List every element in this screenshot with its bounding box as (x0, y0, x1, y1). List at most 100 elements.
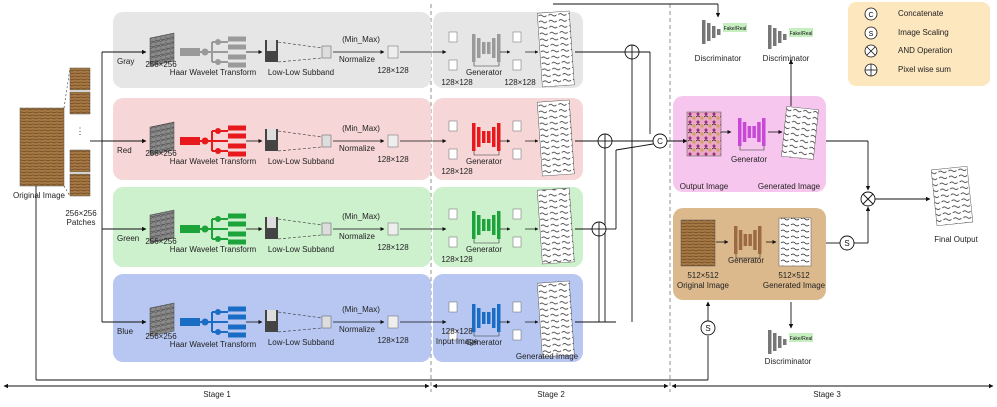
generator-unet (472, 304, 501, 337)
concat-node: C (652, 133, 668, 149)
fake-real-label: Fake/Real (790, 31, 813, 37)
input-size-label-green: 256×256 (145, 237, 177, 246)
generator-unet (472, 211, 501, 244)
normalize-label-blue: Normalize (338, 325, 376, 334)
final-output-image (930, 165, 974, 227)
output-size-label-blue: 128×128 (377, 336, 409, 345)
minmax-label-green: (Min_Max) (342, 212, 380, 221)
pixel-sum-node-2 (597, 133, 613, 149)
patches-label: Patches (66, 218, 96, 227)
generator-unet (472, 123, 501, 156)
stage2-input-size-blue: 128×128 (441, 327, 473, 336)
input-size-label-red: 256×256 (145, 149, 177, 158)
stage3-generator-brown (734, 226, 762, 259)
stage3-original-image-label: Original Image (676, 281, 730, 290)
svg-text:⋮: ⋮ (76, 126, 85, 136)
pipeline-row-blue (149, 280, 575, 358)
fake-real-label: Fake/Real (724, 26, 747, 32)
generator-label-gray: Generator (465, 68, 503, 77)
patches-size-label: 256×256 (65, 209, 97, 218)
pipeline-row-red (149, 99, 575, 177)
minmax-label-blue: (Min_Max) (342, 305, 380, 314)
input-patch (149, 302, 175, 337)
normalize-label-green: Normalize (338, 232, 376, 241)
and-node (860, 191, 876, 207)
discriminator-label-2: Discriminator (762, 54, 810, 63)
generator-label-green: Generator (465, 245, 503, 254)
generator-label-red: Generator (465, 157, 503, 166)
legend-symbol-concat: C (864, 7, 878, 21)
output-size-label-green: 128×128 (377, 243, 409, 252)
svg-text:S: S (705, 324, 710, 333)
haar-transform-label-gray: Haar Wavelet Transform (169, 68, 257, 77)
stage2-input-image-label: Input Image (435, 337, 479, 346)
input-patch (149, 209, 175, 244)
discriminator-1: Fake/Real (702, 20, 747, 44)
generated-image (536, 280, 575, 358)
stage2-input-size-red: 128×128 (441, 167, 473, 176)
stage3-size-label-2: 512×512 (778, 271, 810, 280)
patch-stack: ⋮ (69, 67, 91, 197)
discriminator-label-1: Discriminator (694, 54, 742, 63)
generated-image (536, 10, 575, 88)
legend-pixel-sum: Pixel wise sum (898, 65, 951, 74)
legend-and-operation: AND Operation (898, 46, 953, 55)
output-size-label-gray: 128×128 (377, 66, 409, 75)
discriminator-2: Fake/Real (768, 25, 813, 49)
generated-image (536, 187, 575, 265)
final-output-label: Final Output (934, 235, 978, 244)
input-patch (149, 121, 175, 156)
input-size-label-blue: 256×256 (145, 332, 177, 341)
subband-label-blue: Low-Low Subband (267, 338, 335, 347)
svg-text:S: S (844, 239, 849, 248)
pixel-sum-node-1 (624, 44, 640, 60)
generated-image (536, 99, 575, 177)
stage-3-label: Stage 3 (813, 390, 841, 399)
original-image-label: Original Image (12, 191, 66, 200)
channel-label-gray: Gray (117, 57, 135, 66)
svg-text:C: C (868, 12, 873, 19)
stage3-output-image-label: Output Image (679, 182, 729, 191)
stage3-generated-image-1 (781, 106, 819, 160)
stage2-generated-image-label: Generated Image (515, 352, 579, 361)
normalized-patch (387, 315, 399, 329)
stage3-generator-label-1: Generator (730, 155, 768, 164)
channel-label-blue: Blue (117, 327, 134, 336)
haar-wavelet-tree (180, 36, 246, 68)
svg-text:C: C (657, 137, 663, 146)
original-image-thumbnail (19, 107, 65, 187)
subband-label-red: Low-Low Subband (267, 157, 335, 166)
stage2-input-size-green: 128×128 (441, 255, 473, 264)
stage3-generated-image-label-2: Generated Image (762, 281, 826, 290)
channel-label-green: Green (117, 234, 140, 243)
stage3-generated-image-2 (778, 217, 812, 267)
stage-1-label: Stage 1 (203, 390, 231, 399)
haar-transform-label-blue: Haar Wavelet Transform (169, 340, 257, 349)
input-size-label-gray: 256×256 (145, 60, 177, 69)
normalize-label-red: Normalize (338, 144, 376, 153)
legend-symbol-sum (864, 63, 878, 77)
legend-symbol-scaling: S (864, 26, 878, 40)
haar-wavelet-tree (180, 306, 246, 338)
generator-label-blue: Generator (465, 338, 503, 347)
scaling-node-right: S (839, 235, 855, 251)
normalized-patch (387, 45, 399, 59)
input-patch (149, 32, 175, 67)
legend-symbol-and (864, 44, 878, 58)
haar-wavelet-tree (180, 125, 246, 157)
output-size-label-red: 128×128 (377, 155, 409, 164)
discriminator-label-3: Discriminator (764, 357, 812, 366)
fake-real-label: Fake/Real (790, 336, 813, 342)
scaling-node-bottom: S (700, 320, 716, 336)
subband-label-gray: Low-Low Subband (267, 68, 335, 77)
haar-wavelet-tree (180, 213, 246, 245)
pipeline-row-green (149, 187, 575, 265)
pipeline-row-gray (149, 10, 575, 88)
svg-text:S: S (869, 31, 874, 38)
generator-unet (472, 34, 501, 67)
output-image-thumbnail (686, 111, 722, 157)
pixel-sum-node-3 (591, 221, 607, 237)
minmax-label-red: (Min_Max) (342, 124, 380, 133)
